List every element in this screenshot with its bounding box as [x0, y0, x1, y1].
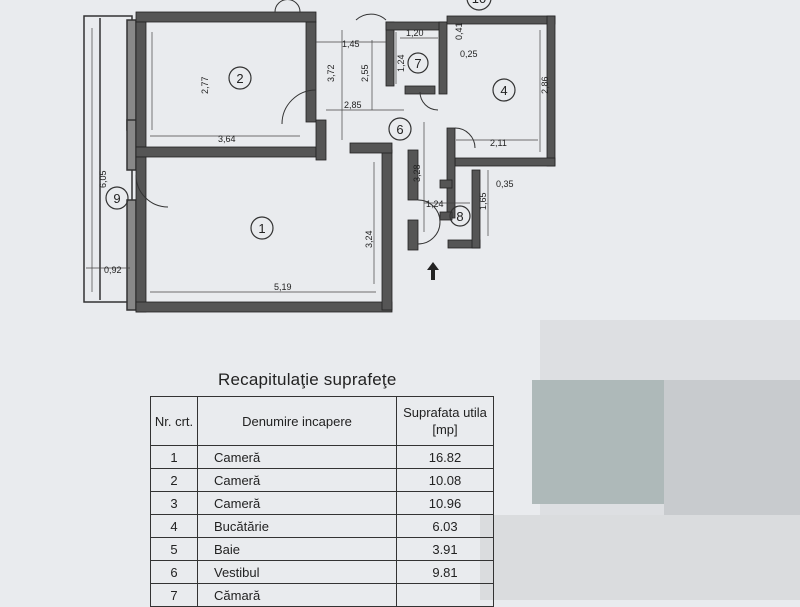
header-area: Suprafata utila [mp]: [396, 396, 494, 446]
redaction-patch-right: [664, 380, 800, 515]
dim-label: 3,24: [364, 230, 374, 248]
entry-arrow-icon: [427, 262, 439, 280]
room-marker-1: [250, 216, 274, 240]
dim-label: 0,25: [460, 49, 478, 59]
room-marker-9: [105, 186, 129, 210]
table-header-row: Nr. crt. Denumire incapere Suprafata uti…: [150, 396, 494, 446]
dim-label: 2,85: [344, 100, 362, 110]
dim-label: 2,77: [200, 76, 210, 94]
room-number-10: 10: [472, 0, 486, 6]
room-marker-6: [388, 117, 412, 141]
dim-label: 0,92: [104, 265, 122, 275]
room-number-2: 2: [236, 71, 243, 86]
dim-label: 3,28: [412, 164, 422, 182]
dim-label: 2,11: [490, 138, 507, 148]
redaction-patch-lower: [480, 515, 800, 600]
dim-label: 2,55: [360, 64, 370, 82]
header-nr: Nr. crt.: [150, 396, 198, 446]
room-marker-10: [466, 0, 492, 11]
dim-label: 5,19: [274, 282, 292, 292]
room-number-7: 7: [414, 56, 421, 71]
dim-label: 1,24: [396, 54, 406, 72]
dim-label: 0,41: [454, 22, 464, 40]
room-marker-8: [449, 205, 471, 227]
dim-label: 1,20: [406, 28, 424, 38]
dim-label: 1,24: [426, 199, 444, 209]
dim-label: 3,72: [326, 64, 336, 82]
dim-label: 0,35: [496, 179, 514, 189]
room-number-4: 4: [500, 83, 507, 98]
header-name: Denumire incapere: [197, 396, 397, 446]
dim-label: 1,45: [342, 39, 360, 49]
room-number-8: 8: [456, 209, 463, 224]
dim-label: 3,64: [218, 134, 236, 144]
dim-label: 2,86: [540, 76, 550, 94]
room-number-1: 1: [258, 221, 265, 236]
room-marker-4: [492, 78, 516, 102]
room-number-9: 9: [113, 191, 120, 206]
table-title: Recapitulaţie suprafeţe: [218, 370, 397, 389]
dim-label: 6,05: [98, 170, 108, 188]
area-summary-table: Nr. crt. Denumire incapere Suprafata uti…: [150, 396, 494, 607]
room-marker-2: [228, 66, 252, 90]
floor-plan-drawing: 1 2 4 6 7 8 9 10 1,45 1,20 0,41 0,25 1,2…: [83, 0, 556, 313]
redaction-patch: [532, 380, 664, 504]
room-marker-7: [407, 52, 429, 74]
dim-label: 1,65: [478, 192, 488, 210]
room-number-6: 6: [396, 122, 403, 137]
